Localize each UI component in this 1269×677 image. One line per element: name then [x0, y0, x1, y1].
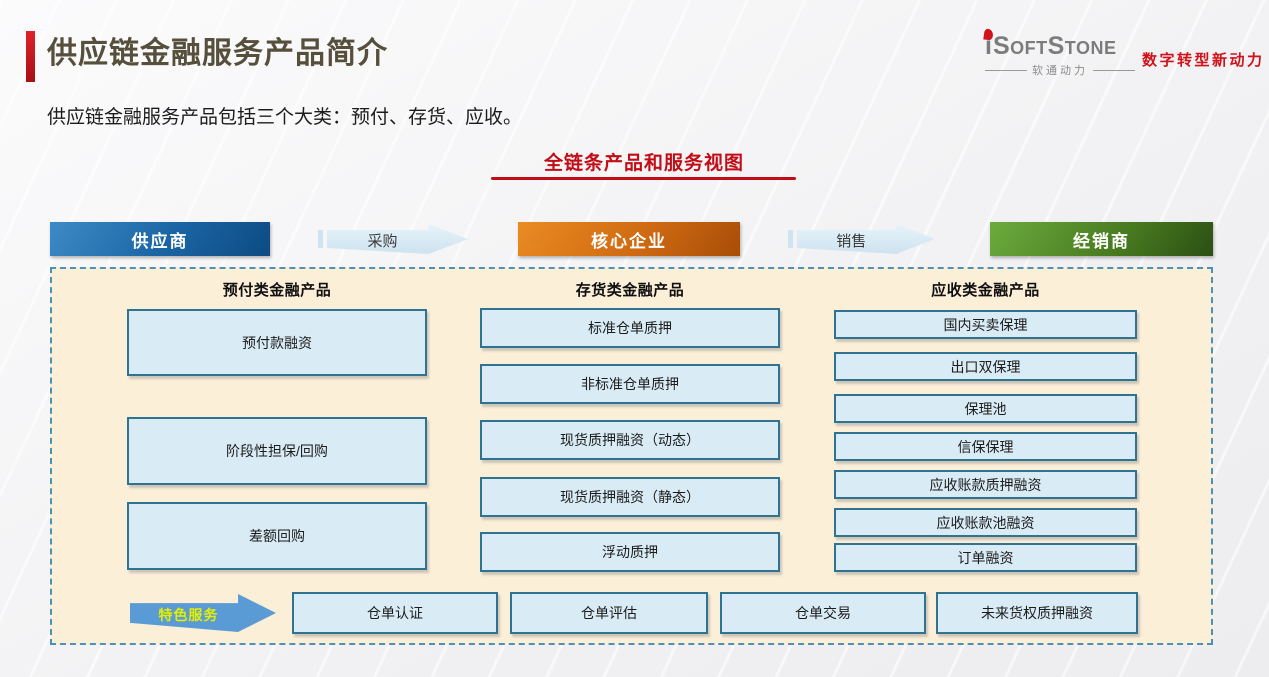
section-title: 全链条产品和服务视图	[543, 153, 744, 174]
logo-slogan: 数字转型新动力	[1142, 52, 1265, 69]
logo-brand-name: SoftStone	[992, 32, 1117, 60]
title-accent-bar	[26, 31, 35, 82]
products-panel: 预付类金融产品 存货类金融产品 应收类金融产品 预付款融资 阶段性担保/回购 差…	[50, 267, 1213, 645]
logo-chinese-name: 软通动力	[985, 62, 1135, 78]
product-box: 现货质押融资（静态）	[480, 477, 780, 517]
flow-arrow-purchase-label: 采购	[367, 233, 398, 250]
column-header-inventory: 存货类金融产品	[575, 282, 685, 299]
product-box: 信保保理	[834, 432, 1137, 461]
special-services-arrow: 特色服务	[130, 594, 276, 632]
product-box: 出口双保理	[834, 352, 1137, 381]
special-services-label: 特色服务	[158, 607, 219, 623]
product-box: 国内买卖保理	[834, 310, 1137, 339]
flow-arrow-sales: 销售	[788, 224, 935, 254]
column-header-receivables: 应收类金融产品	[931, 282, 1040, 299]
special-service-box: 仓单评估	[510, 592, 708, 634]
section-title-underline	[491, 177, 796, 180]
isoftstone-logo: i SoftStone 软通动力	[983, 28, 1135, 78]
arrow-stripe	[318, 230, 323, 248]
product-box: 订单融资	[834, 543, 1137, 572]
flow-node-core-enterprise: 核心企业	[518, 222, 740, 256]
arrow-stripe	[788, 230, 793, 248]
flow-arrow-purchase: 采购	[318, 224, 468, 254]
logo-rule-right	[1093, 69, 1135, 71]
product-box: 应收账款质押融资	[834, 470, 1137, 499]
intro-text: 供应链金融服务产品包括三个大类：预付、存货、应收。	[47, 107, 523, 128]
product-box: 预付款融资	[127, 309, 427, 376]
flow-node-supplier: 供应商	[50, 222, 270, 256]
product-box: 阶段性担保/回购	[127, 417, 427, 485]
logo-i-letter: i	[983, 28, 994, 59]
flow-node-distributor: 经销商	[990, 222, 1213, 256]
logo-cn-label: 软通动力	[1032, 65, 1088, 77]
product-box: 标准仓单质押	[480, 308, 780, 348]
page-title: 供应链金融服务产品简介	[47, 37, 388, 70]
logo-rule-left	[985, 69, 1027, 71]
column-header-prepayment: 预付类金融产品	[222, 282, 332, 299]
product-box: 保理池	[834, 394, 1137, 423]
special-service-box: 仓单交易	[720, 592, 926, 634]
logo-wordmark: i SoftStone	[983, 28, 1135, 60]
product-box: 差额回购	[127, 502, 427, 570]
product-box: 现货质押融资（动态）	[480, 420, 780, 460]
flow-arrow-sales-label: 销售	[836, 233, 867, 250]
special-service-box: 仓单认证	[292, 592, 498, 634]
product-box: 非标准仓单质押	[480, 364, 780, 404]
product-box: 应收账款池融资	[834, 508, 1137, 537]
product-box: 浮动质押	[480, 532, 780, 572]
special-service-box: 未来货权质押融资	[936, 592, 1138, 634]
